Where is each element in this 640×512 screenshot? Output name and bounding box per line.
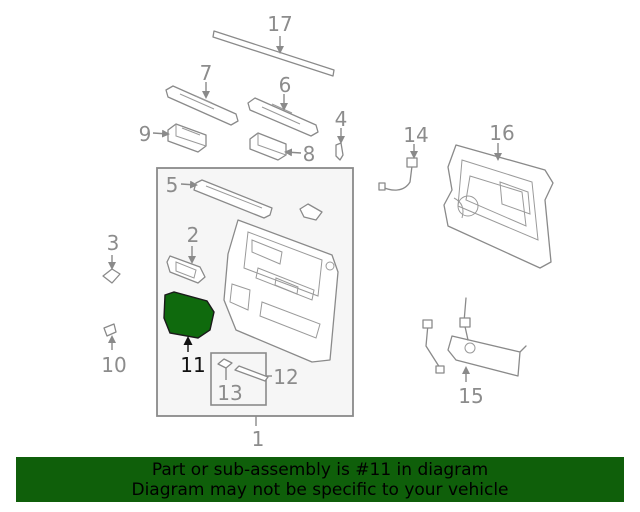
label-15: 15 bbox=[458, 384, 483, 408]
info-banner: Part or sub-assembly is #11 in diagram D… bbox=[16, 457, 624, 502]
label-1: 1 bbox=[252, 427, 265, 451]
part-14-harness bbox=[378, 144, 418, 191]
label-8: 8 bbox=[303, 142, 316, 166]
label-14: 14 bbox=[403, 123, 428, 147]
label-5: 5 bbox=[166, 173, 179, 197]
part-15-regulator bbox=[422, 297, 527, 382]
part-3-clip bbox=[102, 255, 121, 284]
banner-line-1: Part or sub-assembly is #11 in diagram bbox=[151, 459, 489, 480]
part-17-weatherstrip bbox=[212, 30, 335, 77]
part-11-pocket-highlighted bbox=[163, 291, 215, 352]
label-13: 13 bbox=[217, 381, 242, 405]
banner-line-2: Diagram may not be specific to your vehi… bbox=[131, 479, 509, 500]
part-9-master-switch bbox=[152, 123, 207, 153]
part-7-switch-bezel bbox=[165, 82, 239, 126]
part-10-clip bbox=[103, 323, 117, 350]
part-16-inner-panel bbox=[443, 143, 554, 269]
label-9: 9 bbox=[139, 122, 152, 146]
part-4-clip bbox=[335, 128, 345, 161]
part-12-handle bbox=[234, 365, 272, 382]
bracket bbox=[299, 203, 323, 221]
part-6-switch-bezel bbox=[247, 94, 319, 137]
label-2: 2 bbox=[187, 223, 200, 247]
label-12: 12 bbox=[273, 365, 298, 389]
part-2-switch-panel bbox=[166, 246, 206, 284]
label-6: 6 bbox=[279, 73, 292, 97]
part-8-switch bbox=[249, 132, 302, 161]
label-16: 16 bbox=[489, 121, 514, 145]
label-11: 11 bbox=[180, 353, 205, 377]
label-3: 3 bbox=[107, 231, 120, 255]
label-17: 17 bbox=[267, 12, 292, 36]
part-13-bezel bbox=[217, 358, 233, 369]
label-4: 4 bbox=[335, 107, 348, 131]
label-10: 10 bbox=[101, 353, 126, 377]
part-5-armrest-strip bbox=[180, 179, 273, 219]
door-trim-panel bbox=[223, 219, 339, 363]
label-7: 7 bbox=[200, 61, 213, 85]
